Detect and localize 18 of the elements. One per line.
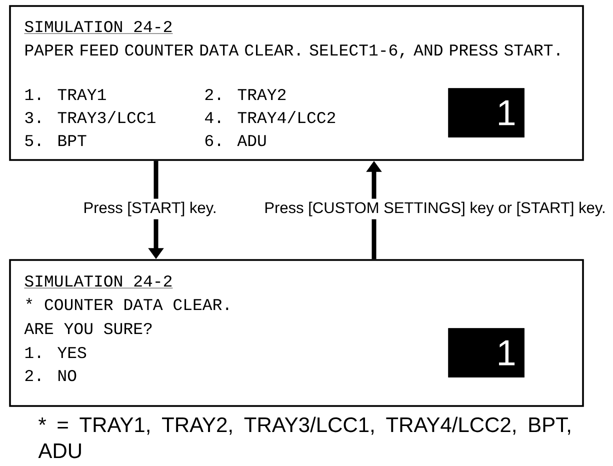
menu-item: 6. ADU — [205, 134, 266, 146]
edge-label: Press [START] key. — [80, 198, 220, 220]
screen-message: PAPER FEED COUNTER DATA CLEAR. SELECT1-6, AND PRESS START. — [26, 44, 560, 58]
screen-message: * COUNTER DATA CLEAR. — [26, 298, 228, 310]
menu-item: 4. TRAY4/LCC2 — [205, 111, 336, 124]
display-box: 1 — [448, 88, 524, 138]
display-box: 1 — [448, 328, 524, 378]
menu-item: 3. TRAY3/LCC1 — [25, 111, 156, 124]
menu-item: 2. TRAY2 — [205, 88, 286, 100]
menu-item: 1. YES — [25, 346, 86, 358]
menu-item: 1. TRAY1 — [25, 89, 106, 100]
menu-item: 2. NO — [25, 370, 76, 382]
screen-message: ARE YOU SURE? — [24, 322, 152, 334]
screen-heading: SIMULATION 24-2 — [24, 20, 173, 34]
edge-label: Press [CUSTOM SETTINGS] key or [START] key. — [261, 198, 609, 220]
menu-item: 5. BPT — [25, 135, 86, 146]
screen-heading: SIMULATION 24-2 — [24, 275, 173, 288]
footnote: * = TRAY1, TRAY2, TRAY3/LCC1, TRAY4/LCC2, BPT, ADU — [38, 416, 570, 458]
